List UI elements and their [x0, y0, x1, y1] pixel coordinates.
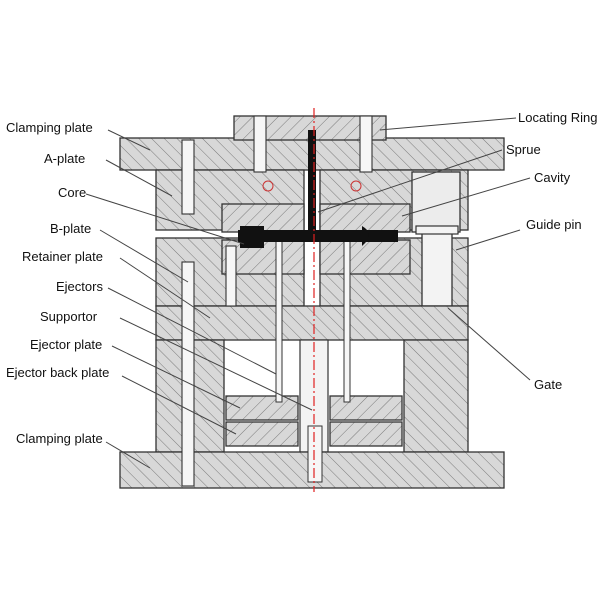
- leader-ejector-plate: [111, 345, 241, 409]
- leader-a-plate: [105, 159, 173, 197]
- gate-mark: [362, 226, 369, 246]
- label-sprue: Sprue: [506, 142, 541, 157]
- leader-clamping-top: [107, 129, 151, 151]
- support-block-right: [403, 339, 469, 453]
- ejector-plate-right: [329, 395, 403, 421]
- water-hole-right: [350, 180, 362, 192]
- leader-ejectors: [107, 287, 277, 375]
- label-gate: Gate: [534, 377, 563, 392]
- guide-pin: [421, 227, 453, 307]
- molded-part-runner: [238, 230, 398, 242]
- leader-retainer: [119, 257, 211, 319]
- ejector-pin-right: [343, 235, 351, 403]
- label-a-plate: A-plate: [44, 151, 86, 166]
- core-insert-right: [319, 239, 411, 275]
- guide-bush: [411, 171, 461, 233]
- label-supportor: Supportor: [40, 309, 98, 324]
- ejector-back-plate-right: [329, 421, 403, 447]
- cavity-insert-right: [319, 203, 411, 233]
- label-ejector-back-plate: Ejector back plate: [6, 365, 110, 380]
- label-guide-pin: Guide pin: [526, 217, 582, 232]
- leader-gate: [447, 307, 531, 381]
- leader-core: [85, 193, 245, 245]
- label-retainer-plate: Retainer plate: [22, 249, 103, 264]
- label-b-plate: B-plate: [50, 221, 92, 236]
- molded-part-left: [240, 226, 264, 248]
- bolt-top-left: [181, 139, 195, 215]
- water-hole-left: [262, 180, 274, 192]
- bolt-retainer: [225, 245, 237, 307]
- label-core: Core: [58, 185, 87, 200]
- label-cavity: Cavity: [534, 170, 571, 185]
- leader-ejector-back: [121, 375, 237, 435]
- leader-b-plate: [99, 229, 189, 283]
- leader-lines: [85, 117, 531, 469]
- bolt-left-long: [181, 261, 195, 487]
- bolt-locating-right: [359, 115, 373, 173]
- label-ejector-plate: Ejector plate: [30, 337, 103, 352]
- ejector-back-plate-left: [225, 421, 299, 447]
- leader-guide-pin: [455, 229, 521, 251]
- ejector-pin-center: [307, 425, 323, 483]
- label-clamping-plate-bottom: Clamping plate: [16, 431, 103, 446]
- guide-pin-head: [415, 225, 459, 235]
- leader-locating: [379, 117, 517, 131]
- retainer-plate: [155, 305, 469, 341]
- ejector-pin-left: [275, 235, 283, 403]
- ejector-plate-left: [225, 395, 299, 421]
- label-clamping-plate-top: Clamping plate: [6, 120, 93, 135]
- sprue: [308, 130, 316, 236]
- label-ejectors: Ejectors: [56, 279, 103, 294]
- leader-sprue: [317, 149, 503, 213]
- leader-supportor: [119, 317, 313, 411]
- bolt-locating-left: [253, 115, 267, 173]
- label-locating-ring: Locating Ring: [518, 110, 598, 125]
- leader-clamping-bottom: [105, 441, 151, 469]
- leader-cavity: [401, 177, 531, 217]
